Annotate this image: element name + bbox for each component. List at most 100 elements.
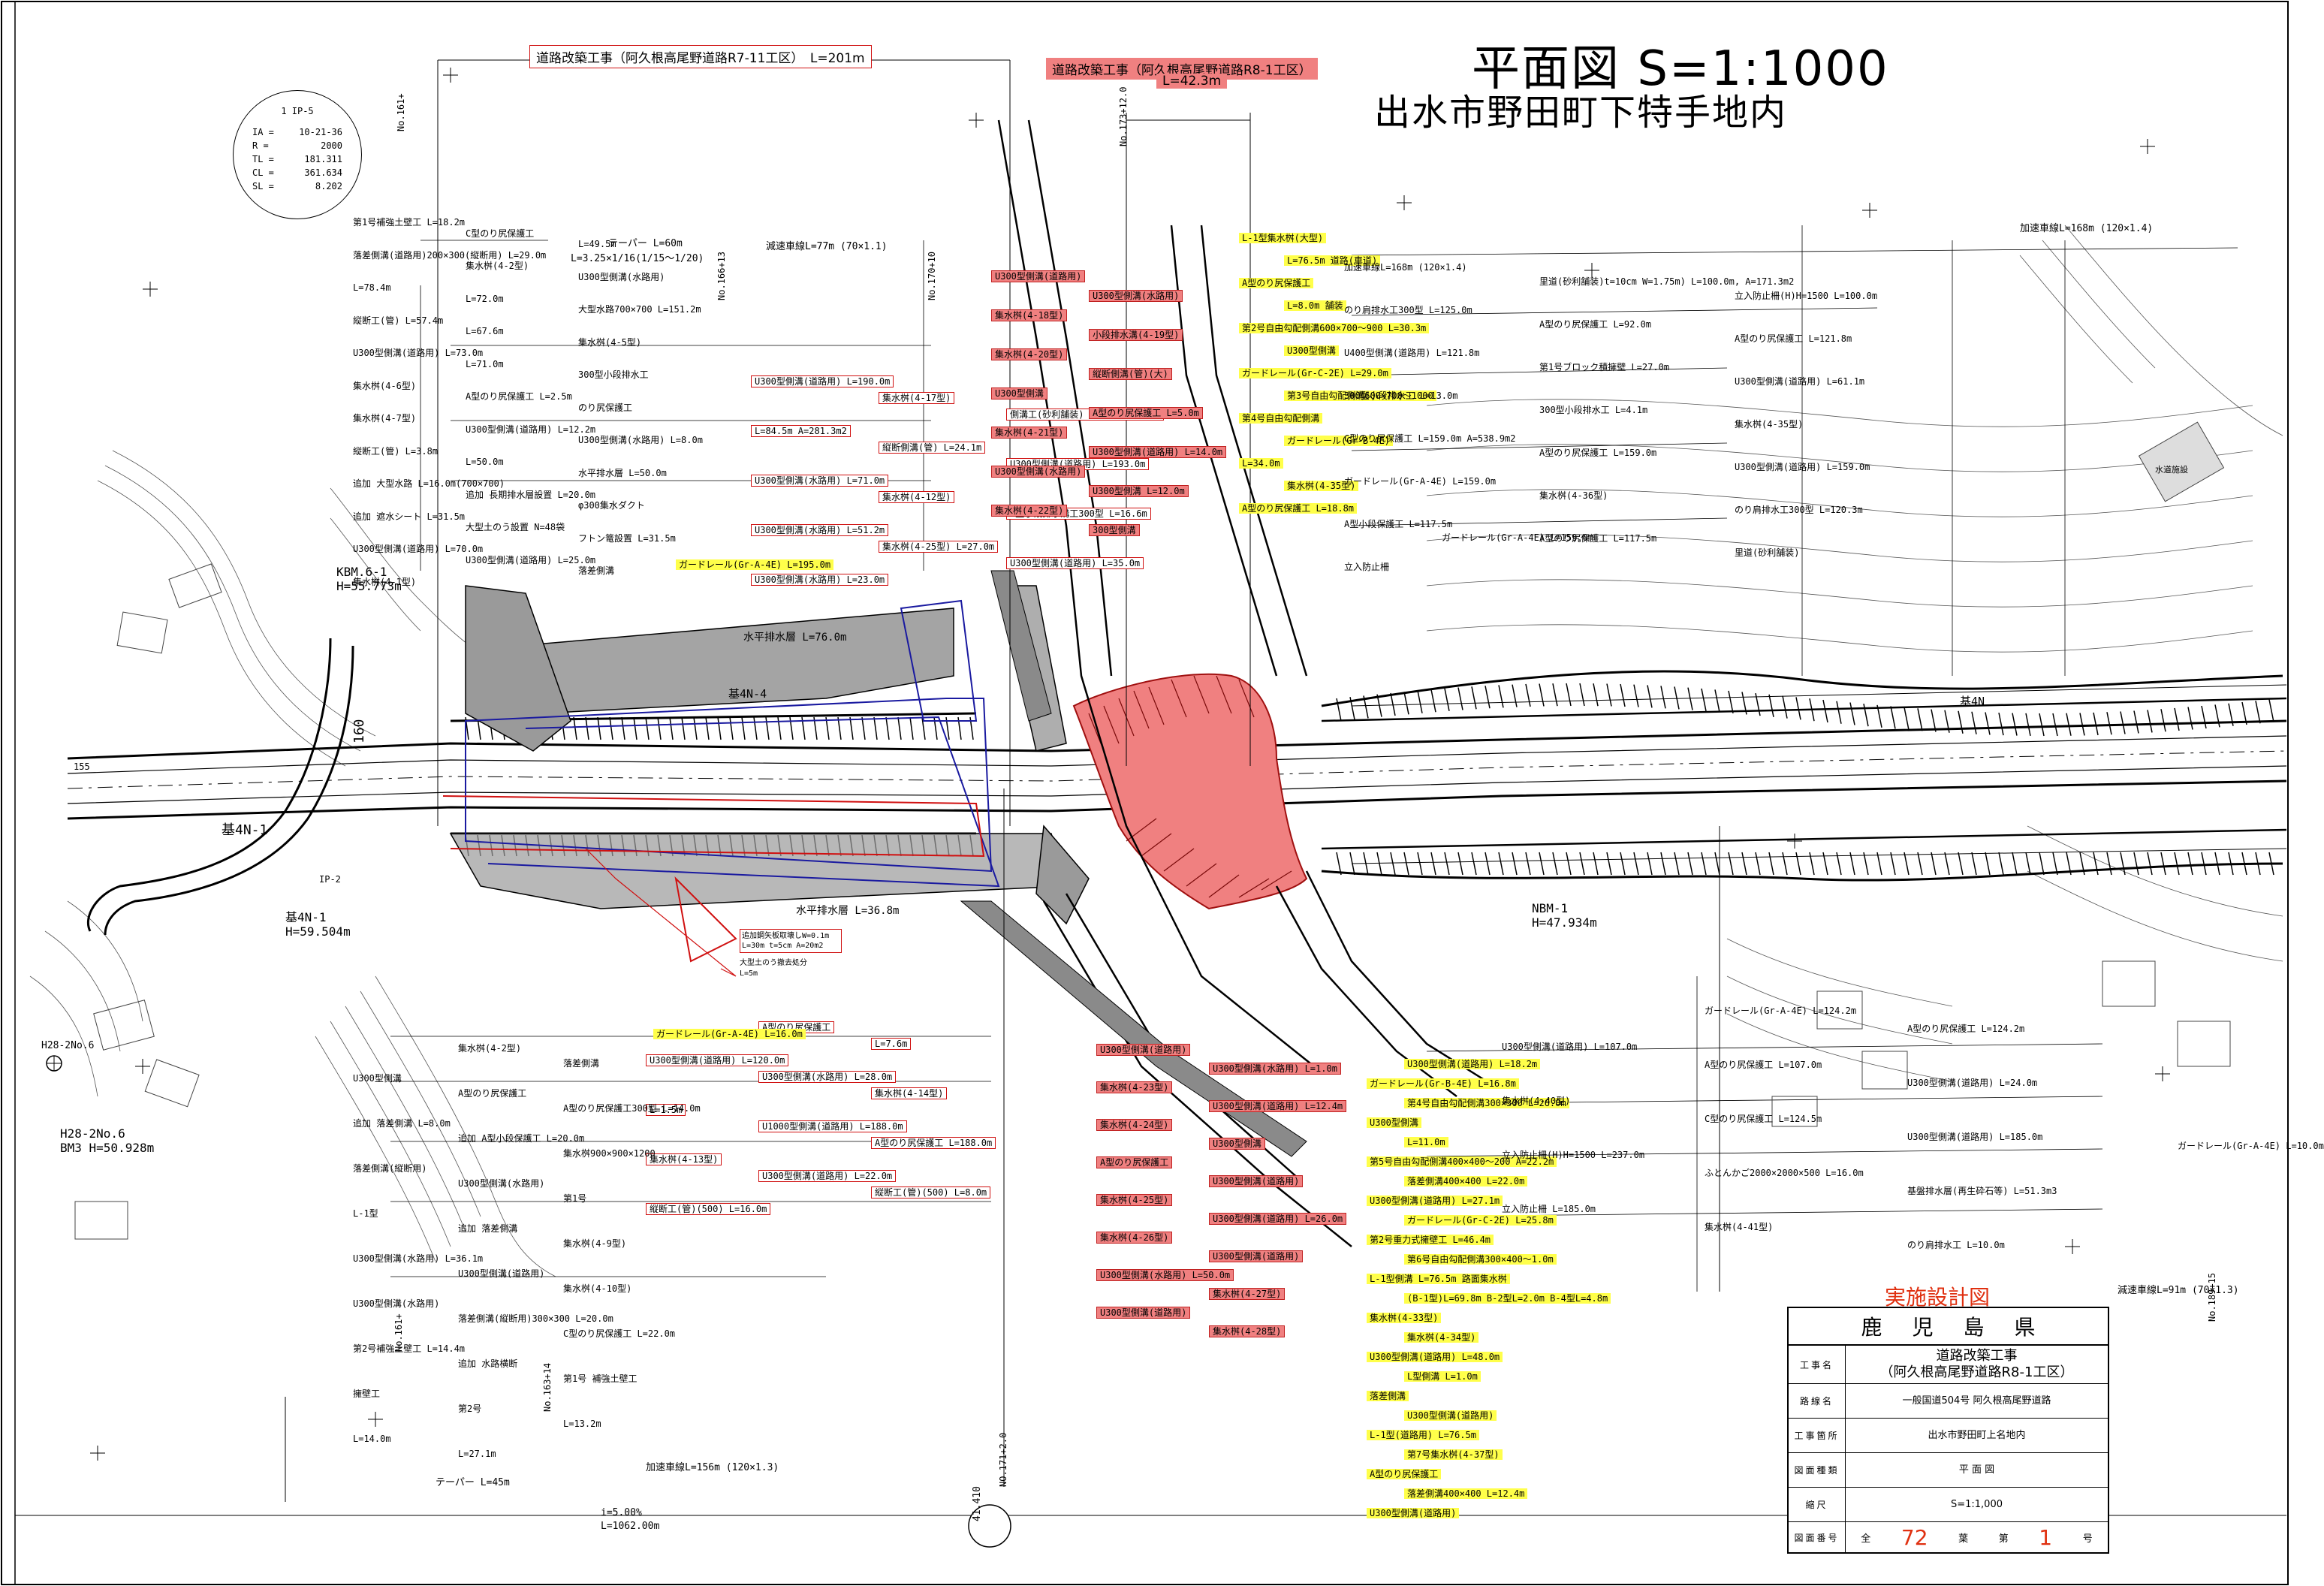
curve-row: CL =361.634 bbox=[252, 167, 342, 178]
hatch-mark bbox=[1512, 684, 1518, 707]
hatch-mark bbox=[1985, 852, 1991, 876]
red-fill-callout: U300型側溝(水路用) bbox=[1089, 290, 1183, 302]
hatch-mark bbox=[1714, 689, 1720, 713]
tb-row-scale: 縮尺 S=1:1,000 bbox=[1789, 1488, 2108, 1522]
taper-bottom: テーパー L=45m bbox=[436, 1477, 510, 1488]
hatch-mark bbox=[837, 716, 842, 740]
red-fill-callout: U300型側溝(道路用) bbox=[1096, 1044, 1191, 1056]
yellow-callout: 第3号自由勾配側溝600×700～1000 bbox=[1284, 390, 1436, 401]
tb-row-sheet: 図面番号 全 72 葉 第 1 号 bbox=[1789, 1522, 2108, 1552]
hatch-mark bbox=[1417, 852, 1423, 876]
hatch-mark bbox=[1336, 698, 1342, 722]
hatch-mark bbox=[1525, 852, 1531, 876]
hatch-mark bbox=[1687, 687, 1693, 710]
hatch-mark bbox=[1444, 852, 1450, 876]
plain-callout-right: A型のり尻保護工 L=121.8m bbox=[1735, 333, 1852, 344]
red-fill-callout: 小段排水溝(4-19型) bbox=[1089, 329, 1183, 341]
hatch-mark bbox=[1606, 852, 1612, 876]
yellow-callout: L型側溝 L=1.0m bbox=[1404, 1371, 1481, 1382]
yellow-callout: ガードレール(Gr-C-2E) L=29.0m bbox=[1239, 368, 1391, 378]
red-box-callout: 縦断工(管)(500) L=8.0m bbox=[871, 1186, 991, 1199]
curve-key: IA = bbox=[252, 127, 274, 137]
hatch-mark bbox=[1539, 852, 1545, 876]
red-box-callout: U300型側溝(水路用) L=28.0m bbox=[758, 1071, 897, 1083]
curve-value: 361.634 bbox=[304, 167, 342, 178]
water-facility-label: 水道施設 bbox=[2155, 465, 2188, 475]
tb-go: 号 bbox=[2082, 1533, 2093, 1545]
plain-callout-right: のり肩排水工 L=10.0m bbox=[1907, 1240, 2005, 1250]
plain-callout-left: U300型側溝(道路用) L=12.2m bbox=[466, 424, 596, 435]
red-fill-callout: 集水桝(4-18型) bbox=[991, 309, 1068, 321]
plain-callout-left: L=50.0m bbox=[466, 457, 504, 467]
bm-label: H28-2No.6 bbox=[60, 1126, 125, 1141]
yellow-callout: 第2号重力式擁壁工 L=46.4m bbox=[1367, 1235, 1494, 1245]
red-fill-callout: 縦断側溝(管)(大) bbox=[1089, 368, 1172, 380]
leader-line bbox=[1351, 307, 1878, 316]
hatch-mark bbox=[2228, 852, 2234, 876]
plain-callout-left: U300型側溝(道路用) L=73.0m bbox=[353, 348, 484, 358]
yellow-callout: ガードレール(Gr-B-4E) L=16.8m bbox=[1367, 1078, 1519, 1089]
slope-bottom: i=5.00% bbox=[601, 1507, 642, 1518]
grid-cross bbox=[368, 1412, 383, 1427]
plain-callout-left: 追加 長期排水層設置 L=20.0m bbox=[466, 489, 596, 500]
river-gray-top bbox=[990, 570, 1052, 722]
hatch-mark bbox=[1660, 852, 1666, 876]
r8-red-area bbox=[1072, 673, 1308, 910]
plain-callout-right: 里道(砂利舗装) bbox=[1735, 547, 1800, 558]
yellow-callout: L-1型(道路用) L=76.5m bbox=[1367, 1430, 1479, 1440]
hatch-mark bbox=[2039, 852, 2045, 876]
hatch-mark bbox=[1755, 852, 1761, 876]
hatch-mark bbox=[1552, 683, 1558, 707]
plain-callout-right: U300型側溝(道路用) L=159.0m bbox=[1735, 462, 1870, 472]
red-fill-callout: U300型側溝 bbox=[1209, 1138, 1265, 1150]
hatch-mark bbox=[1633, 852, 1639, 876]
red-fill-callout: A型のり尻保護工 bbox=[1096, 1156, 1173, 1168]
red-box-callout: U300型側溝(水路用) L=71.0m bbox=[751, 475, 889, 487]
hatch-mark bbox=[777, 716, 782, 740]
yellow-callout: U300型側溝(道路用) bbox=[1404, 1410, 1497, 1421]
bm-height: BM3 H=50.928m bbox=[60, 1141, 155, 1156]
accel-right: 加速車線L=168m (120×1.4) bbox=[2020, 223, 2154, 234]
plain-callout-right: A型のり尻保護工 L=107.0m bbox=[1705, 1060, 1822, 1070]
plain-callout-left: 集水桝(4-5型) bbox=[578, 336, 642, 348]
station-no189: No.189+15 bbox=[2207, 1272, 2217, 1322]
red-box-callout: 集水桝(4-12型) bbox=[879, 491, 955, 503]
hatch-mark bbox=[2066, 852, 2072, 876]
plain-callout-right: A型のり尻保護工 L=117.5m bbox=[1539, 533, 1657, 544]
tb-no: 第 bbox=[1998, 1533, 2009, 1545]
plain-callout-left: U300型側溝(道路用) L=25.0m bbox=[466, 554, 596, 565]
plain-callout-right: 立入防止柵(H)H=1500 L=100.0m bbox=[1735, 291, 1878, 301]
hatch-mark bbox=[609, 716, 613, 740]
hatch-mark bbox=[1647, 852, 1653, 876]
hatch-mark bbox=[1917, 708, 1923, 731]
yellow-callout: 集水桝(4-35型) bbox=[1284, 481, 1359, 491]
grid-cross bbox=[1862, 203, 1877, 218]
grid-crosses bbox=[90, 68, 2170, 1461]
r8-section-length: L=42.3m bbox=[1156, 74, 1228, 89]
hatch-mark bbox=[741, 716, 746, 740]
hatch-mark bbox=[1795, 852, 1801, 876]
red-box-callout: L=7.6m bbox=[871, 1038, 912, 1050]
hatch-mark bbox=[909, 716, 914, 740]
hatch-mark bbox=[1782, 852, 1788, 876]
plain-callout-left: 落差側溝(道路用)200×300(縦断用) L=29.0m bbox=[353, 249, 547, 261]
yellow-callout: A型のり尻保護工 bbox=[1239, 278, 1314, 288]
bm-label: KBM.6-1 bbox=[336, 565, 387, 579]
tb-value: 出水市野田町上名地内 bbox=[1928, 1429, 2026, 1441]
hatch-mark bbox=[1403, 852, 1409, 876]
sheet-number: 全 72 葉 第 1 号 bbox=[1846, 1522, 2108, 1552]
hatch-mark bbox=[1430, 689, 1436, 713]
tb-row-type: 図面種類 平 面 図 bbox=[1789, 1453, 2108, 1488]
plain-callout-left: L-1型 bbox=[353, 1208, 378, 1219]
station-no163: No.163+14 bbox=[542, 1362, 553, 1412]
hatch-mark bbox=[1876, 704, 1882, 728]
plain-callout-right: ガードレール(Gr-A-4E) L=159.0m bbox=[1344, 476, 1497, 487]
yellow-callout: 第7号集水桝(4-37型) bbox=[1404, 1449, 1503, 1460]
tb-num: 1 bbox=[2039, 1524, 2053, 1550]
plain-callout-right: 集水桝(4-35型) bbox=[1735, 419, 1804, 430]
plain-callout-left: C型のり尻保護工 bbox=[466, 228, 535, 239]
red-fill-callout: 集水桝(4-25型) bbox=[1096, 1194, 1173, 1206]
note-block-3: L=5m bbox=[740, 969, 758, 978]
plain-callout-left: φ300集水ダクト bbox=[578, 500, 645, 511]
red-box-callout: 集水桝(4-17型) bbox=[879, 392, 955, 404]
